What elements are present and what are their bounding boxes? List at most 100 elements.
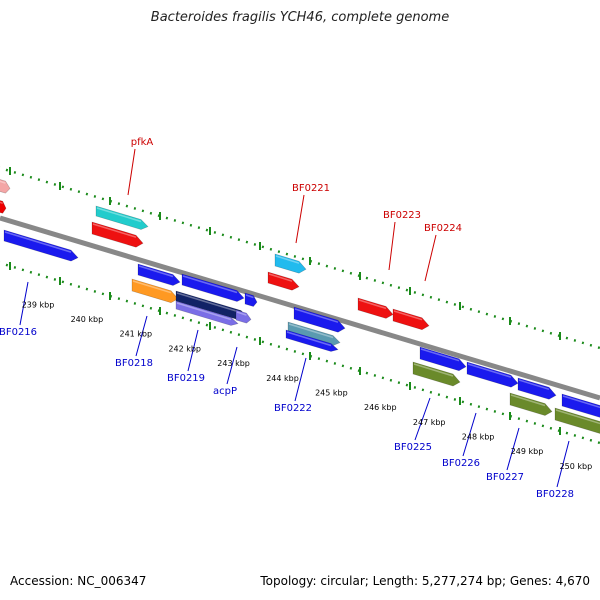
bottom-track-dot (389, 378, 393, 382)
label-line-BF0224 (424, 234, 437, 282)
bottom-track-dot (501, 412, 505, 416)
bottom-track-dot (469, 402, 473, 406)
gene-label-pfkA: pfkA (131, 137, 154, 148)
gene-pfkA-neighbor-fragment-highlight (0, 180, 6, 184)
gene-blue-3-highlight (294, 308, 339, 323)
top-track-dot (245, 240, 249, 244)
top-track-dot (53, 183, 57, 186)
bottom-track-dot (229, 330, 233, 334)
gene-label-BF0219: BF0219 (167, 373, 205, 384)
gene-BF0218-highlight (132, 280, 172, 294)
gene-BF0223 (357, 297, 394, 319)
kbp-label: 239 kbp (22, 300, 55, 309)
label-line-BF0218 (135, 315, 148, 357)
top-track-dot (5, 168, 9, 172)
bottom-track-dot (397, 381, 401, 385)
bottom-track-dot (373, 374, 377, 377)
top-track-dot (165, 216, 169, 220)
top-track-dot (541, 329, 545, 333)
top-track-dot (533, 327, 537, 330)
bottom-track-dot (325, 359, 329, 363)
gene-label-BF0216: BF0216 (0, 327, 37, 338)
bottom-track-dot (189, 318, 193, 322)
label-line-acpP (226, 346, 238, 385)
gene-label-lines (19, 148, 570, 488)
top-track-dot (253, 243, 257, 246)
top-track-dot (501, 317, 505, 321)
gene-BF0224-highlight (393, 310, 423, 321)
label-line-BF0228 (556, 440, 570, 488)
top-track-dot (149, 211, 153, 215)
gene-blue-3 (293, 306, 346, 333)
bottom-track-dot (517, 417, 521, 421)
top-track-dot (565, 336, 569, 340)
gene-BF0216-neighbor-highlight (4, 231, 72, 253)
bottom-track-dot (245, 335, 249, 339)
top-track-dot (477, 310, 481, 314)
gene-BF0227-highlight (518, 379, 550, 391)
bottom-track-dot (445, 395, 449, 399)
topology-text: Topology: circular; Length: 5,277,274 bp… (260, 574, 590, 588)
bottom-track-dot (45, 275, 49, 279)
gene-BF0221-highlight (275, 255, 300, 264)
top-track-dot (285, 252, 289, 256)
gene-label-BF0225: BF0225 (394, 442, 432, 453)
bottom-track-dot (37, 273, 41, 277)
top-track-dot (525, 324, 529, 328)
label-line-BF0216 (19, 281, 29, 326)
kbp-label: 250 kbp (560, 462, 593, 471)
bottom-track-dot (125, 299, 129, 303)
gene-pfkA (95, 205, 149, 230)
bottom-track-dot (533, 422, 537, 425)
gene-label-BF0227: BF0227 (486, 472, 524, 483)
top-track-dot (93, 195, 97, 198)
bottom-track-dot (349, 366, 353, 370)
bottom-track-dot (93, 290, 97, 293)
top-track-dot (181, 221, 185, 225)
top-track-dot (349, 271, 353, 275)
bottom-track-dot (277, 345, 281, 349)
gene-blue-2-highlight (182, 275, 238, 294)
top-track-dot (461, 305, 465, 309)
gene-BF0224 (392, 308, 430, 331)
gene-BF0225 (419, 346, 467, 372)
gene-BF0227-green (509, 392, 553, 416)
top-track-dot (341, 269, 345, 273)
gene-pfkA-paralog (91, 221, 144, 248)
bottom-track-dot (453, 398, 457, 401)
kbp-label: 242 kbp (168, 344, 201, 353)
bottom-track-dot (429, 390, 433, 394)
bottom-track-dot (317, 357, 321, 361)
bottom-track-dot (101, 292, 105, 296)
top-track-dot (517, 322, 521, 326)
top-track-dot (237, 238, 241, 242)
label-line-BF0227 (506, 427, 520, 471)
bottom-track-dot (141, 304, 145, 308)
bottom-track-dot (413, 386, 417, 389)
bottom-track-dot (117, 297, 121, 301)
gene-pfkA-paralog-highlight (92, 223, 137, 238)
gene-BF0227 (517, 377, 557, 400)
bottom-track-dot (269, 342, 273, 346)
top-track-dot (573, 339, 577, 342)
gene-BF0228-highlight (562, 395, 600, 409)
genome-backbone (0, 215, 600, 401)
gene-BF0225-green (412, 361, 461, 387)
top-track-dot (197, 226, 201, 230)
top-track-dot (269, 247, 273, 251)
bottom-track-dot (573, 434, 577, 437)
gene-label-BF0221: BF0221 (292, 183, 330, 194)
gene-BF0228-green (554, 407, 600, 434)
bottom-track-dot (581, 436, 585, 440)
bottom-track-dot (461, 400, 465, 404)
gene-features (0, 179, 600, 434)
bottom-track-dot (149, 306, 153, 310)
gene-BF0223-highlight (358, 299, 387, 310)
bottom-track-dot (197, 321, 201, 325)
label-line-BF0226 (462, 412, 477, 457)
bottom-track-dot (493, 410, 497, 413)
gene-fragment-red-highlight (0, 201, 3, 205)
label-line-pfkA (127, 148, 136, 196)
top-track-dot (397, 286, 401, 290)
